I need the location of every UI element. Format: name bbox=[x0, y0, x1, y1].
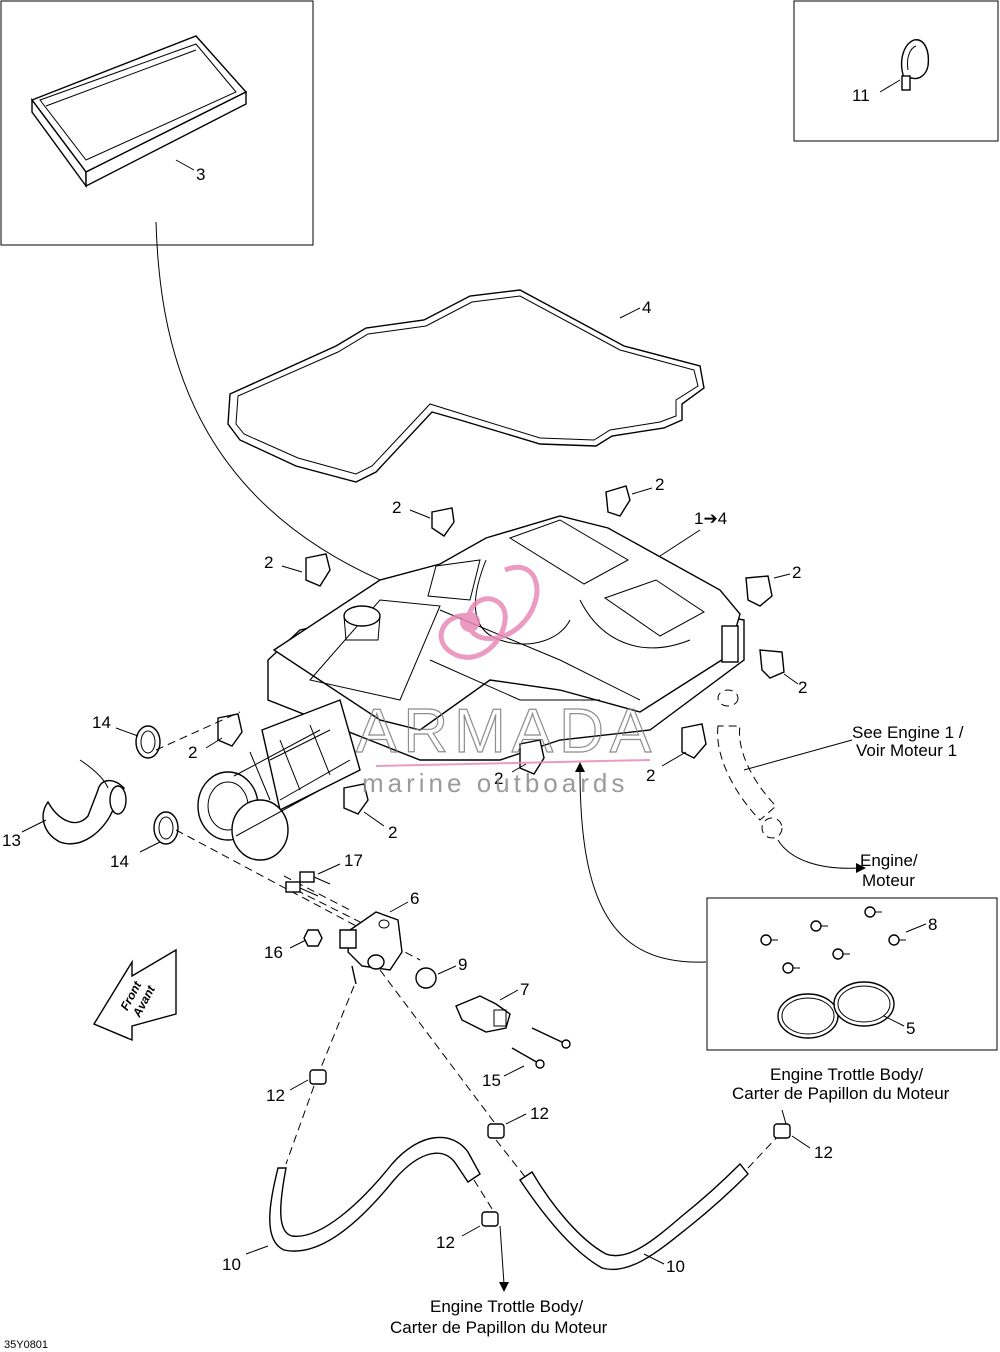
callout-12-c: 12 bbox=[436, 1233, 455, 1252]
armada-watermark: ARMADA marine outboards bbox=[355, 565, 657, 798]
callout-10-a: 10 bbox=[222, 1255, 241, 1274]
callout-9: 9 bbox=[458, 955, 467, 974]
callout-1-4: 1➔4 bbox=[694, 509, 727, 528]
callout-2-a: 2 bbox=[392, 498, 401, 517]
screw-part-15 bbox=[511, 1047, 545, 1069]
callout-12-d: 12 bbox=[814, 1143, 833, 1162]
callout-2-h: 2 bbox=[646, 766, 655, 785]
note-throttle-right-en: Engine Trottle Body/ bbox=[770, 1065, 923, 1084]
fastener-inset: 8 5 bbox=[706, 897, 998, 1051]
airbox-assembly bbox=[197, 515, 745, 861]
leader-inset-to-box bbox=[579, 769, 707, 963]
callout-2-c: 2 bbox=[264, 553, 273, 572]
callout-11: 11 bbox=[852, 86, 870, 105]
note-throttle-right-fr: Carter de Papillon du Moteur bbox=[732, 1084, 950, 1103]
watermark-tagline: marine outboards bbox=[362, 768, 628, 798]
note-moteur: Moteur bbox=[862, 871, 915, 890]
leader-filter-to-box bbox=[155, 221, 427, 599]
callout-14-b: 14 bbox=[110, 852, 129, 871]
hose-part-13 bbox=[42, 759, 127, 845]
nut-part-16 bbox=[303, 929, 323, 947]
callout-12-a: 12 bbox=[266, 1086, 285, 1105]
callout-15: 15 bbox=[482, 1071, 501, 1090]
front-arrow-icon bbox=[92, 948, 177, 1042]
hose-part-10-right bbox=[519, 1162, 749, 1271]
engine-hose-link bbox=[717, 689, 783, 839]
callout-7: 7 bbox=[520, 980, 529, 999]
callout-16: 16 bbox=[264, 943, 283, 962]
note-throttle-bottom-fr: Carter de Papillon du Moteur bbox=[390, 1318, 608, 1337]
callout-6: 6 bbox=[410, 889, 419, 908]
clamp-part-12 bbox=[309, 1069, 791, 1227]
clamp-part-14 bbox=[135, 725, 179, 845]
callout-2-f: 2 bbox=[188, 743, 197, 762]
oring-part-9 bbox=[415, 967, 437, 989]
sensor-part-7 bbox=[455, 995, 571, 1049]
screw-part-8 bbox=[760, 906, 906, 974]
figure-code: 35Y0801 bbox=[4, 1339, 48, 1351]
callout-2-e: 2 bbox=[798, 678, 807, 697]
callout-10-b: 10 bbox=[666, 1257, 685, 1276]
callout-2-d: 2 bbox=[792, 563, 801, 582]
callout-13: 13 bbox=[2, 831, 21, 850]
clip-inset: 11 bbox=[793, 0, 999, 142]
hose-part-10-left bbox=[269, 1136, 481, 1252]
callout-2-b: 2 bbox=[655, 475, 664, 494]
callout-4: 4 bbox=[642, 298, 651, 317]
air-filter-part bbox=[30, 35, 248, 189]
callout-2-i: 2 bbox=[388, 823, 397, 842]
clip-part-11 bbox=[900, 39, 930, 91]
note-engine: Engine/ bbox=[860, 851, 918, 870]
callout-12-b: 12 bbox=[530, 1104, 549, 1123]
filter-inset: 3 bbox=[0, 0, 314, 246]
callout-2-g: 2 bbox=[494, 769, 503, 788]
callout-17: 17 bbox=[344, 851, 363, 870]
seal-part-5 bbox=[777, 981, 895, 1039]
note-throttle-bottom-en: Engine Trottle Body/ bbox=[430, 1297, 583, 1316]
callout-3: 3 bbox=[196, 165, 205, 184]
gasket-part-4 bbox=[227, 289, 705, 483]
watermark-brand: ARMADA bbox=[356, 697, 657, 766]
watermark-logo-icon bbox=[438, 565, 540, 660]
clip-part-2 bbox=[217, 485, 785, 815]
callout-8: 8 bbox=[928, 915, 937, 934]
bolt-part-17 bbox=[285, 871, 331, 897]
note-voir-moteur-1: Voir Moteur 1 bbox=[856, 741, 957, 760]
callout-14-a: 14 bbox=[92, 713, 111, 732]
note-see-engine-1: See Engine 1 / bbox=[852, 723, 964, 742]
bracket-part-6 bbox=[339, 911, 403, 985]
callout-5: 5 bbox=[906, 1019, 915, 1038]
